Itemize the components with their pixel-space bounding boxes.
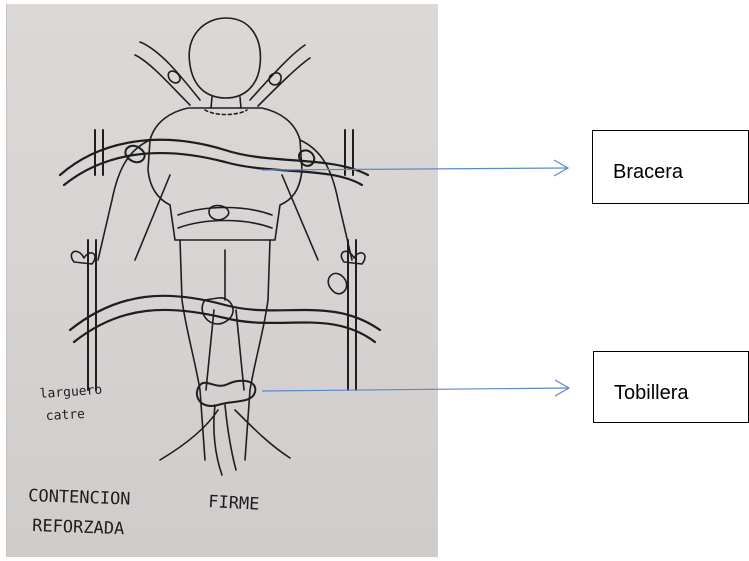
right-rail-bow — [341, 251, 365, 264]
lower-band — [70, 296, 380, 342]
bracera-arrow-line — [262, 168, 568, 170]
bracera-callout-label: Bracera — [613, 162, 683, 182]
tobillera-callout-box: Tobillera — [593, 351, 749, 423]
contencion-label: CONTENCION — [28, 486, 131, 510]
shoulder-knot-right — [269, 73, 281, 85]
tobillera-tails — [160, 405, 290, 475]
left-shoulder-strap — [135, 42, 200, 105]
tobillera-arrow-line — [262, 388, 569, 391]
tobillera-knot — [197, 381, 255, 406]
side-knot-right — [328, 273, 346, 293]
bracera-band — [60, 140, 368, 185]
left-leg — [180, 240, 205, 460]
right-leg — [245, 240, 270, 460]
firme-label: FIRME — [208, 492, 260, 515]
left-arm — [98, 140, 170, 260]
head-outline — [189, 18, 260, 98]
lower-band-knot — [202, 298, 233, 324]
reforzada-label: REFORZADA — [32, 516, 125, 539]
bracera-callout-box: Bracera — [592, 130, 749, 204]
right-arm — [282, 140, 352, 260]
larguero-label-line1: larguero — [39, 383, 103, 402]
collar-dotted — [205, 110, 247, 115]
larguero-label-line2: catre — [45, 407, 85, 424]
left-rail-bow — [71, 251, 95, 264]
tobillera-callout-label: Tobillera — [614, 383, 688, 403]
